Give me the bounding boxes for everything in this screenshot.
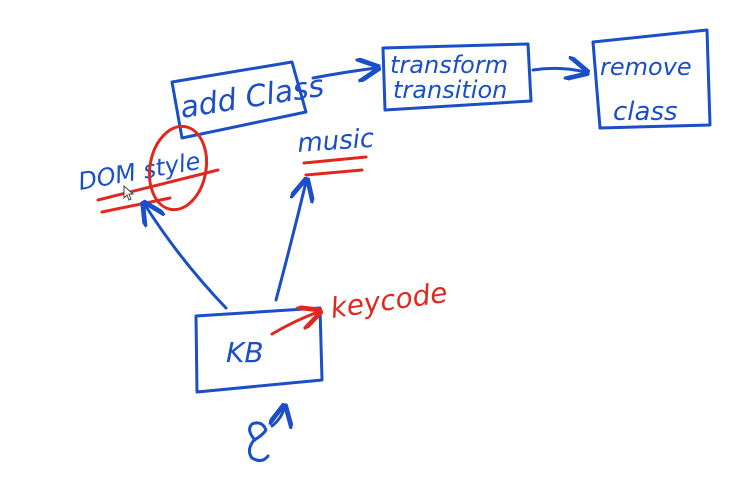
kb-label: KB: [226, 336, 264, 369]
arrow-kb-to-dom-style: [145, 205, 228, 310]
keycode-label: keycode: [328, 276, 449, 325]
transform-transition-box: [381, 42, 533, 112]
person-doodle-icon: [247, 408, 284, 463]
add-class-box: [170, 60, 308, 140]
mouse-pointer-icon: [123, 184, 135, 201]
class-label: class: [613, 97, 678, 127]
music-underline-bottom: [304, 168, 364, 177]
arrow-kb-to-music: [274, 182, 306, 302]
arrow-kb-to-keycode: [270, 312, 318, 336]
remove-label: remove: [600, 53, 692, 81]
remove-class-box: [591, 28, 712, 130]
music-label: music: [296, 124, 375, 159]
music-underline-top: [302, 155, 368, 165]
arrow-transform-to-remove: [531, 68, 585, 72]
dom-style-underline-top: [96, 168, 220, 202]
arrow-addclass-to-transform: [311, 68, 376, 78]
transform-label: transform: [390, 51, 508, 79]
transition-label: transition: [393, 76, 507, 104]
kb-box: [194, 306, 324, 394]
